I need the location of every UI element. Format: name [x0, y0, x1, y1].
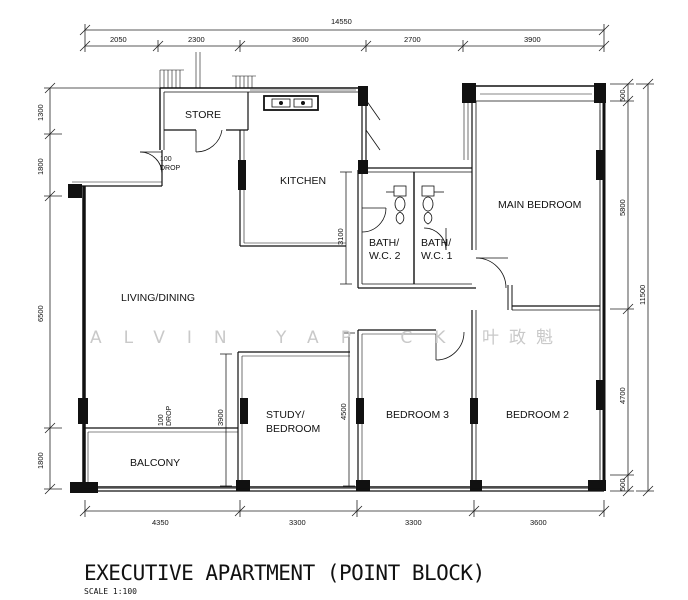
- dim-right-4: 500: [618, 478, 627, 491]
- drop-note-top-value: 100: [160, 156, 172, 163]
- dimension-lines: [44, 24, 654, 517]
- dim-right-2: 5800: [618, 199, 627, 216]
- watermark-latin: ALVIN YAP CK: [90, 328, 467, 348]
- kitchen-sink: [263, 95, 319, 111]
- dim-bottom-4: 3600: [530, 518, 547, 527]
- room-store: STORE: [185, 109, 221, 121]
- dim-bedroom3-depth: 4500: [339, 403, 348, 420]
- dim-right-1: 500: [618, 89, 627, 102]
- bathroom-fixtures: [386, 185, 444, 225]
- dim-left-2: 1800: [36, 158, 45, 175]
- room-study-line1: STUDY/: [266, 409, 305, 421]
- dim-right-overall: 11500: [638, 285, 647, 305]
- dim-right-3: 4700: [618, 387, 627, 404]
- room-bath-2-line1: BATH/: [369, 237, 399, 249]
- dim-top-4: 2700: [404, 35, 421, 44]
- watermark: ALVIN YAP CK 叶政魁: [90, 328, 563, 348]
- room-balcony: BALCONY: [130, 457, 180, 469]
- dim-kitchen-depth: 3100: [336, 228, 345, 245]
- plan-title: EXECUTIVE APARTMENT (POINT BLOCK): [84, 561, 485, 585]
- plan-scale: SCALE 1:100: [84, 587, 137, 596]
- room-main-bedroom: MAIN BEDROOM: [498, 199, 581, 211]
- dimension-labels: 14550 2050 2300 3600 2700 3900 4350 3300…: [36, 17, 647, 527]
- dim-left-3: 6500: [36, 305, 45, 322]
- drop-note-top-label: DROP: [160, 165, 181, 172]
- drop-note-bottom-label: DROP: [166, 405, 173, 426]
- drop-notes: 100 DROP 100 DROP: [158, 156, 181, 426]
- drop-note-bottom-value: 100: [158, 414, 165, 426]
- windows: [84, 52, 604, 489]
- dim-top-1: 2050: [110, 35, 127, 44]
- structural-columns: [68, 83, 606, 493]
- dim-left-4: 1800: [36, 452, 45, 469]
- room-kitchen: KITCHEN: [280, 175, 326, 187]
- dim-study-depth: 3900: [216, 409, 225, 426]
- dim-bottom-3: 3300: [405, 518, 422, 527]
- watermark-chinese: 叶政魁: [482, 328, 563, 348]
- room-study-line2: BEDROOM: [266, 423, 320, 435]
- dim-top-2: 2300: [188, 35, 205, 44]
- dim-top-5: 3900: [524, 35, 541, 44]
- dim-bottom-1: 4350: [152, 518, 169, 527]
- room-bath-2-line2: W.C. 2: [369, 250, 401, 262]
- dim-overall-top: 14550: [331, 17, 352, 26]
- room-living-dining: LIVING/DINING: [121, 292, 195, 304]
- dim-bottom-2: 3300: [289, 518, 306, 527]
- dim-left-1: 1300: [36, 104, 45, 121]
- doors: [139, 99, 508, 361]
- dim-top-3: 3600: [292, 35, 309, 44]
- room-bedroom-2: BEDROOM 2: [506, 409, 569, 421]
- room-bath-1-line1: BATH/: [421, 237, 451, 249]
- room-bedroom-3: BEDROOM 3: [386, 409, 449, 421]
- walls: [72, 85, 606, 492]
- room-labels: STORE KITCHEN MAIN BEDROOM BATH/ W.C. 2 …: [121, 109, 581, 469]
- room-bath-1-line2: W.C. 1: [421, 250, 453, 262]
